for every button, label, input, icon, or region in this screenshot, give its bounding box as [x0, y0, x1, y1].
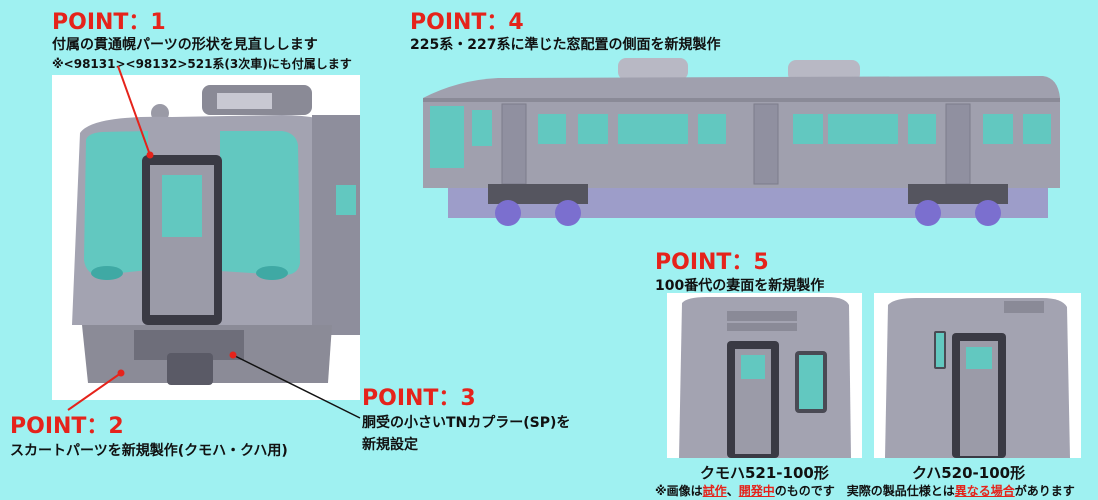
footnote-middle: のものです 実際の製品仕様とは [774, 484, 955, 498]
footnote-diff: 異なる場合 [954, 484, 1015, 498]
caption-kuha520: クハ520-100形 [912, 464, 1026, 482]
footnote-trial: 試作 [702, 484, 727, 498]
end-view-panel-left [667, 293, 862, 458]
end-view-panel-right [874, 293, 1081, 458]
footnote-dev: 開発中 [738, 484, 775, 498]
end-view-left-image [667, 293, 862, 458]
point2-label: POINT：2 [10, 414, 124, 439]
point2-description: スカートパーツを新規製作(クモハ・クハ用) [10, 443, 288, 459]
point4-description: 225系・227系に準じた窓配置の側面を新規製作 [410, 37, 721, 53]
point1-description: 付属の貫通幌パーツの形状を見直しします [52, 37, 318, 53]
end-view-right-image [874, 293, 1081, 458]
point3-label: POINT：3 [362, 386, 476, 411]
side-view-train-image [423, 58, 1060, 226]
point3-description-line2: 新規設定 [362, 437, 418, 453]
front-view-train-image [52, 75, 360, 400]
point5-description: 100番代の妻面を新規製作 [655, 278, 825, 294]
footnote-prefix: ※画像は [655, 484, 703, 498]
footnote-sep: 、 [726, 484, 739, 498]
footnote-suffix: があります [1014, 484, 1075, 498]
side-view-panel [418, 58, 1083, 238]
point5-label: POINT：5 [655, 250, 769, 275]
caption-kumoha521: クモハ521-100形 [700, 464, 829, 482]
footnote: ※画像は試作、開発中のものです 実際の製品仕様とは異なる場合があります [655, 482, 1075, 499]
point3-description-line1: 胴受の小さいTNカプラー(SP)を [362, 415, 571, 431]
point1-note: ※<98131><98132>521系(3次車)にも付属します [52, 57, 352, 71]
point4-label: POINT：4 [410, 10, 524, 35]
point1-label: POINT：1 [52, 10, 166, 35]
front-view-panel [52, 75, 360, 400]
